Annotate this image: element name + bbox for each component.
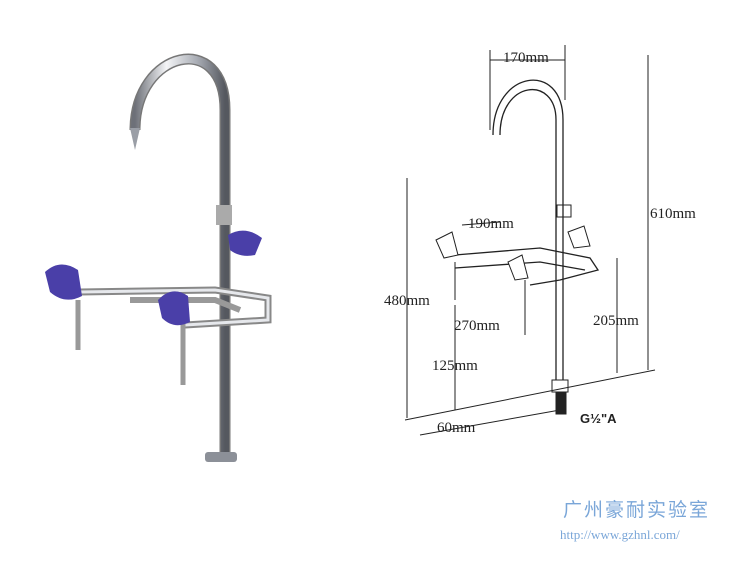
dim-nozzle-height: 125mm bbox=[432, 358, 478, 374]
dim-arm-height: 205mm bbox=[593, 313, 639, 329]
dim-base-offset: 60mm bbox=[437, 420, 476, 436]
dim-top-width: 170mm bbox=[503, 50, 549, 66]
dim-total-height: 610mm bbox=[650, 206, 696, 222]
faucet-photo bbox=[45, 53, 272, 462]
dim-arm-span: 270mm bbox=[454, 318, 500, 334]
technical-drawing bbox=[404, 45, 656, 436]
handle-left bbox=[45, 264, 82, 300]
watermark-url: http://www.gzhnl.com/ bbox=[560, 527, 680, 542]
handle-pole bbox=[228, 230, 262, 256]
dim-height-480: 480mm bbox=[384, 293, 430, 309]
dim-arm-width: 190mm bbox=[468, 216, 514, 232]
handle-front bbox=[158, 291, 190, 326]
watermark-company: 广州豪耐实验室 bbox=[563, 499, 711, 521]
dim-thread: G½"A bbox=[580, 411, 617, 426]
